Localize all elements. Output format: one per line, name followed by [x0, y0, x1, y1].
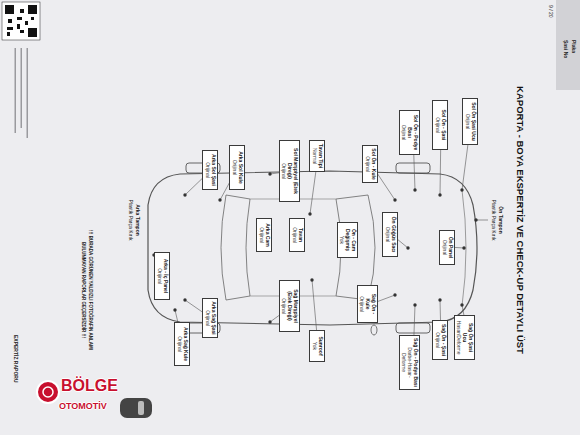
part-status: Orijinal [442, 233, 448, 262]
part-status: Orijinal [365, 148, 371, 180]
part-name: Ön Göğüs Sacı [390, 215, 396, 254]
part-name: Arka Sol Şasi [210, 153, 216, 187]
report-label: Plaka [570, 40, 576, 80]
part-status: Orijinal [205, 153, 211, 187]
part-name: Ön Panel [447, 233, 453, 262]
part-name: Arka Cam [264, 221, 270, 249]
part-name: Arka Sağ Şasi [210, 301, 216, 335]
inspection-box: Arka CamOrijinal [257, 218, 273, 252]
inspection-box: Sağ Ön - Podye BasıDarbe-Hasar-Deforme [399, 335, 420, 390]
logo-emblem [35, 379, 61, 405]
inspection-box: Ön PanelOrijinal [440, 230, 456, 265]
inspection-box: Arka Sağ ŞasiOrijinal [203, 298, 219, 338]
inspection-box: Sol Ön - KuleOrijinal [363, 145, 379, 183]
part-name: Sol Ön - Kule [370, 148, 376, 180]
part-name: Sağ Ön - Şasi [440, 323, 446, 357]
part-status: Orijinal [157, 255, 163, 297]
inspection-box: Sağ Ön - KuleOrijinal [357, 285, 378, 323]
inspection-box: Sol Ön - ŞasiOrijinal [433, 100, 449, 150]
inspection-box: Ön - Cam DeğişmişYok [337, 222, 358, 258]
inspection-box: Arka Sol KuleOrijinal [230, 145, 246, 190]
inspection-box: Arka Sağ KuleOrijinal [175, 322, 191, 366]
part-name: Arka Sağ Kule [182, 325, 188, 363]
part-name: Tavan [297, 221, 303, 249]
part-name: Sağ Ön Şasi Ucu [462, 318, 474, 357]
report-title: KAPORTA - BOYA EKSPERTİZ VE CHECK-UP DET… [514, 40, 525, 400]
inspection-box: Sağ Marşpiyel (Etek Direği)Orijinal [279, 280, 300, 332]
inspection-box: Sol Marşpiyel (Etek Direği)Orijinal [279, 140, 300, 202]
report-label: EXPERTİZ RAPORU [12, 335, 18, 415]
report-label: Arka Tampon [134, 190, 140, 250]
part-status: Orijinal [281, 143, 287, 199]
report-label: Plastik Parça Kırık [490, 195, 496, 245]
report-label: 9 / 20 [547, 5, 553, 35]
inspection-box: TavanOrijinal [290, 218, 306, 252]
inspection-box: Ön Göğüs SacıOrijinal [383, 212, 399, 257]
part-name: Sunroof [317, 333, 323, 359]
part-status: Orijinal [401, 113, 407, 152]
inspection-box: Sol Ön - Podye BasıOrijinal [399, 110, 420, 155]
logo-text: OTOMOTİV [59, 401, 121, 411]
part-status: Orijinal [465, 101, 471, 142]
inspection-box: Sağ Ön Şasi UcuHasar/Deforme [454, 315, 475, 360]
part-status: Darbe-Hasar-Deforme [401, 338, 413, 387]
inspection-box: SunroofYok [310, 330, 326, 362]
inspection-box: Arka - İç PanelOrijinal [155, 252, 171, 300]
report-label: !!! BURADA GÖRÜNEN YALDIZLI FOTOĞRAFIN A… [88, 215, 93, 365]
part-status: Orijinal [435, 323, 441, 357]
inspection-box: Tavan TipiNormal [310, 140, 326, 172]
inspection-box: Sol Ön Şasi UcuOrijinal [463, 98, 479, 145]
part-status: Normal [312, 143, 318, 169]
part-name: Arka Sol Kule [237, 148, 243, 187]
part-status: Orijinal [281, 283, 287, 329]
inspection-box: Arka Sol ŞasiOrijinal [203, 150, 219, 190]
part-status: Orijinal [232, 148, 238, 187]
part-status: Yok [312, 333, 318, 359]
part-status: Orijinal [435, 103, 441, 147]
part-name: Sol Ön - Podye Bası [407, 113, 419, 152]
report-label: BULUNMAYAN RAPORLAR GEÇERSİZDİR !!! [81, 215, 86, 365]
part-status: Orijinal [259, 221, 265, 249]
part-name: Ön - Cam Değişmiş [345, 225, 357, 255]
part-name: Sol Marşpiyel (Etek Direği) [287, 143, 299, 199]
part-name: Sağ Ön - Kule [365, 288, 377, 320]
part-name: Sol Ön Şasi Ucu [470, 101, 476, 142]
inspection-box: Sağ Ön - ŞasiOrijinal [433, 320, 449, 360]
report-label: Plastik Parça Kırık [127, 190, 133, 250]
part-status: Orijinal [385, 215, 391, 254]
logo-text: BÖLGE [61, 377, 121, 395]
part-status: Orijinal [359, 288, 365, 320]
part-name: Sol Ön - Şasi [440, 103, 446, 147]
part-status: Orijinal [205, 301, 211, 335]
part-name: Sağ Ön - Podye Bası [412, 338, 418, 387]
part-name: Sağ Marşpiyel (Etek Direği) [287, 283, 299, 329]
report-label: Şasi No [562, 40, 568, 80]
report-label: Ön Tampon [497, 195, 503, 245]
part-name: Arka - İç Panel [162, 255, 168, 297]
part-name: Tavan Tipi [317, 143, 323, 169]
part-status: Hasar/Deforme [456, 318, 462, 357]
part-status: Yok [339, 225, 345, 255]
part-status: Orijinal [177, 325, 183, 363]
part-status: Orijinal [292, 221, 298, 249]
company-logo: BÖLGE OTOMOTİV [33, 377, 123, 433]
